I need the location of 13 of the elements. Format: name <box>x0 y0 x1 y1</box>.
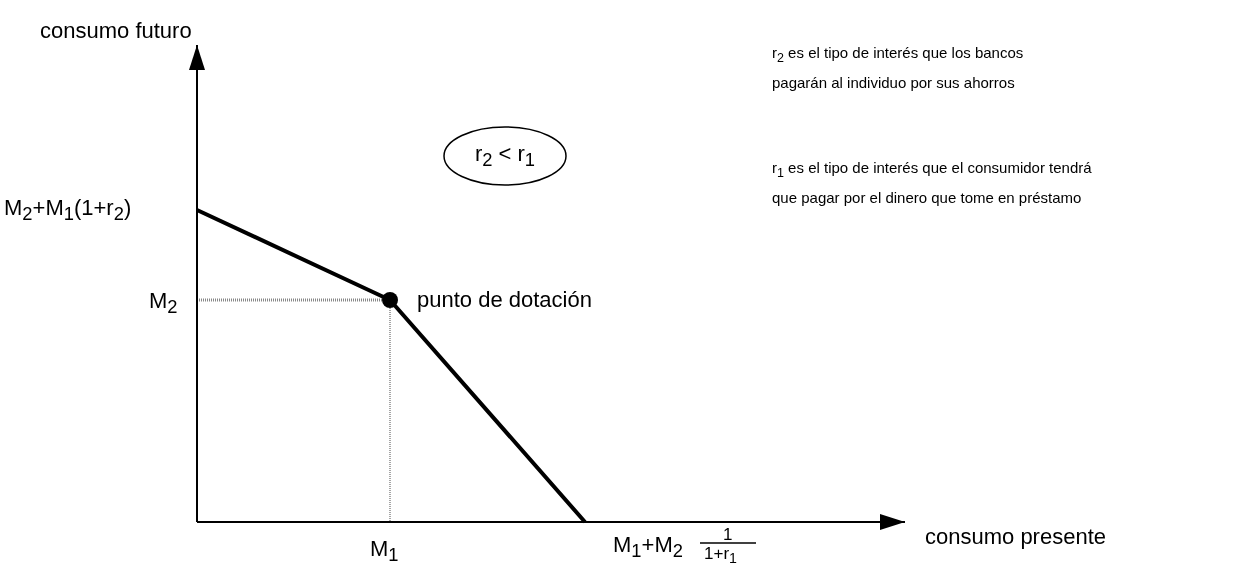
note-text: r$_{2}$ es el tipo de interés que los bancos pagarán al individuo por sus ahorros <box>772 43 1025 93</box>
fraction-denominator: 1+r$_{1}$ <box>704 545 737 566</box>
axis-title: consumo presente <box>925 524 1106 550</box>
oval-shape <box>443 126 567 186</box>
axis-value-label: M$_{1}$ <box>370 536 399 566</box>
note-text: r$_{1}$ es el tipo de interés que el consumidor tendrá que pagar por el dinero que tome en préstamo <box>772 158 1092 208</box>
axis-value-label: M$_{2}$ <box>149 288 178 318</box>
inequality-text: r$_{2}$ < r$_{1}$ <box>474 141 536 171</box>
axis-value-label: M$_{2}$+M$_{1}$(1+r$_{2}$) <box>4 195 132 225</box>
fraction-numerator: 1 <box>723 526 733 543</box>
axis-value-label: M$_{1}$+M$_{2}$ <box>613 532 683 562</box>
point-label: punto de dotación <box>417 287 592 313</box>
axis-title: consumo futuro <box>40 18 192 44</box>
